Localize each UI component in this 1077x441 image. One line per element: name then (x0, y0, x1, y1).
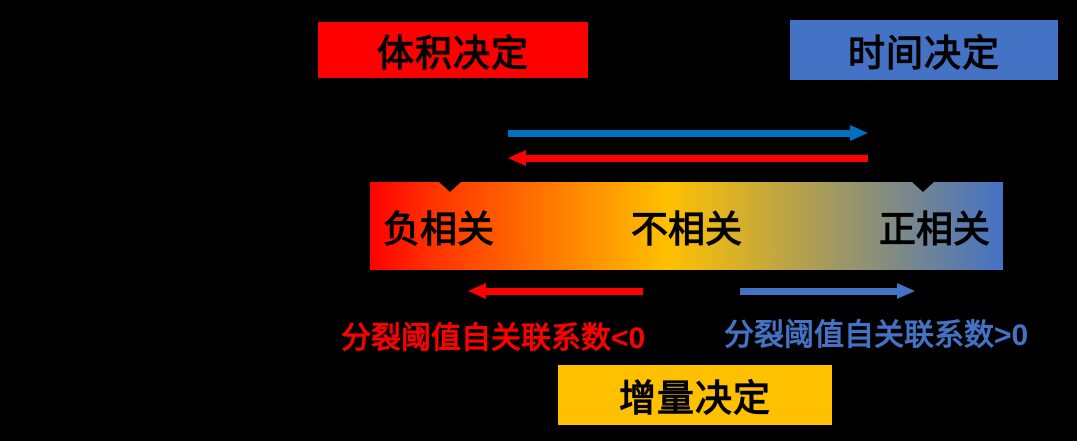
positive-correlation-label: 正相关 (879, 209, 990, 250)
top-blue-right-arrow-icon (850, 125, 868, 141)
increment-determined-label: 增量决定 (619, 378, 771, 419)
connector-arrow-tip-left-icon (439, 182, 461, 192)
bottom-red-left-arrow-icon (468, 283, 486, 299)
top-red-left-arrow-icon (508, 150, 526, 166)
negative-correlation-label: 负相关 (383, 209, 494, 250)
connector-arrow-tip-right-icon (912, 182, 934, 192)
time-determined-label: 时间决定 (848, 33, 1000, 74)
negative-threshold-text: 分裂阈值自关联系数<0 (341, 322, 646, 355)
bottom-blue-right-arrow-icon (897, 283, 915, 299)
top-blue-right-arrow-line (508, 130, 850, 137)
top-red-left-arrow-line (526, 155, 868, 162)
increment-determined-box: 增量决定 (558, 365, 832, 425)
positive-threshold-text: 分裂阈值自关联系数>0 (724, 319, 1029, 352)
time-determined-box: 时间决定 (790, 20, 1058, 80)
no-correlation-label: 不相关 (631, 209, 742, 250)
correlation-gradient-bar: 负相关 不相关 正相关 (370, 182, 1003, 270)
volume-determined-box: 体积决定 (318, 22, 588, 78)
volume-determined-label: 体积决定 (377, 33, 529, 74)
bottom-red-left-arrow-line (486, 288, 643, 295)
bottom-blue-right-arrow-line (740, 288, 897, 295)
